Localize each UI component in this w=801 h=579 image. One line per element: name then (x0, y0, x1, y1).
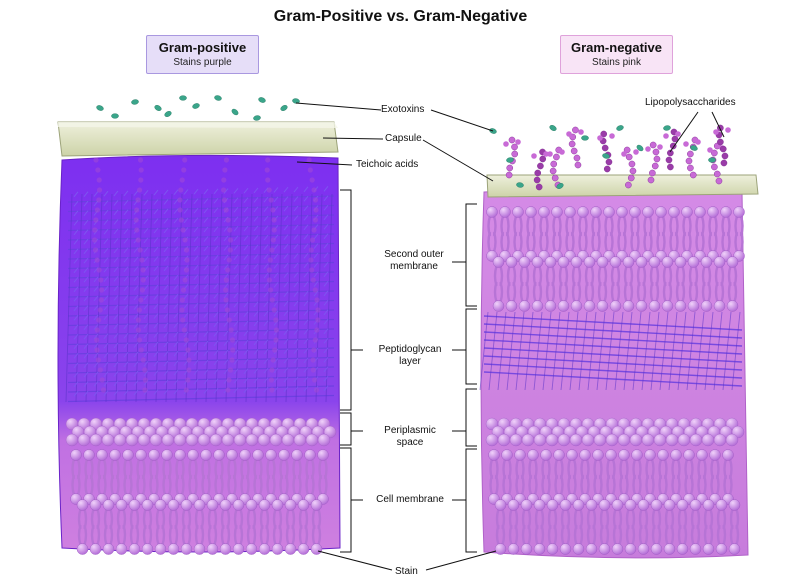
label-capsule: Capsule (385, 133, 422, 144)
gram-positive-name: Gram-positive (158, 40, 247, 55)
gram-negative-outer-membrane (486, 206, 745, 312)
gram-negative-header: Gram-negative Stains pink (560, 35, 673, 74)
label-cell-membrane: Cell membrane (376, 494, 444, 505)
label-exotoxins: Exotoxins (381, 104, 425, 115)
gram-negative-stain-note: Stains pink (592, 57, 641, 68)
gram-positive-cell-membrane (65, 417, 337, 555)
label-lipopolysaccharides: Lipopolysaccharides (645, 97, 736, 108)
gram-positive-capsule (57, 121, 339, 157)
gram-positive-exotoxins (96, 95, 300, 121)
gram-negative-peptidoglycan-layer (479, 311, 743, 391)
gram-positive-peptidoglycan-layer (65, 186, 335, 403)
gram-negative-name: Gram-negative (570, 40, 663, 55)
gram-positive-cell-wall (57, 95, 341, 555)
label-stain: Stain (395, 566, 418, 577)
gram-negative-cell-wall (479, 124, 759, 559)
gram-positive-header: Gram-positive Stains purple (146, 35, 259, 74)
page-title: Gram-Positive vs. Gram-Negative (273, 8, 528, 25)
gram-positive-stain-note: Stains purple (173, 57, 232, 68)
teichoic-acid-chains (92, 157, 321, 393)
label-teichoic-acids: Teichoic acids (356, 159, 419, 170)
gram-negative-exotoxins (489, 125, 716, 189)
annotation-lines (295, 102, 725, 571)
label-second-outer-membrane: Second outer membrane (384, 249, 444, 272)
label-periplasmic-space: Periplasmic space (384, 425, 436, 448)
label-peptidoglycan-layer: Peptidoglycan layer (378, 344, 442, 367)
gram-negative-cell-membrane (485, 417, 745, 555)
